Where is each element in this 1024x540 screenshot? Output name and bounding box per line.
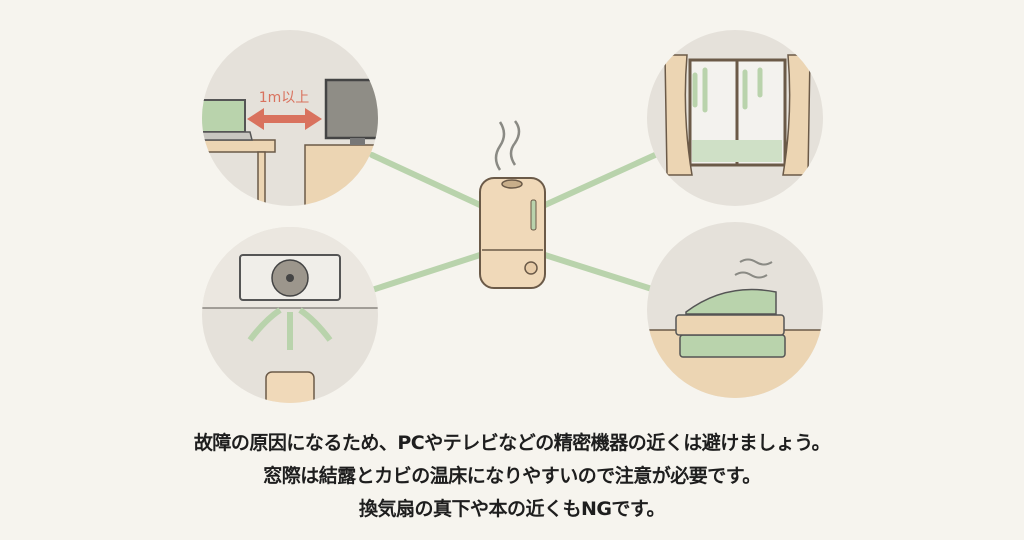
caption-line-1: 故障の原因になるため、PCやテレビなどの精密機器の近くは避けましょう。 (193, 432, 831, 454)
books-circle (647, 222, 823, 398)
pc-tv-circle: 1m以上 (202, 30, 378, 206)
window-circle (647, 30, 823, 206)
distance-label: 1m以上 (259, 90, 310, 106)
caption-line-3: 換気扇の真下や本の近くもNGです。 (358, 498, 666, 520)
connector-lines (369, 152, 658, 293)
distance-arrow (247, 108, 322, 130)
humidifier-center (479, 120, 546, 289)
caption-line-2: 窓際は結露とカビの温床になりやすいので注意が必要です。 (263, 465, 761, 487)
ventilation-fan-circle (202, 227, 378, 403)
